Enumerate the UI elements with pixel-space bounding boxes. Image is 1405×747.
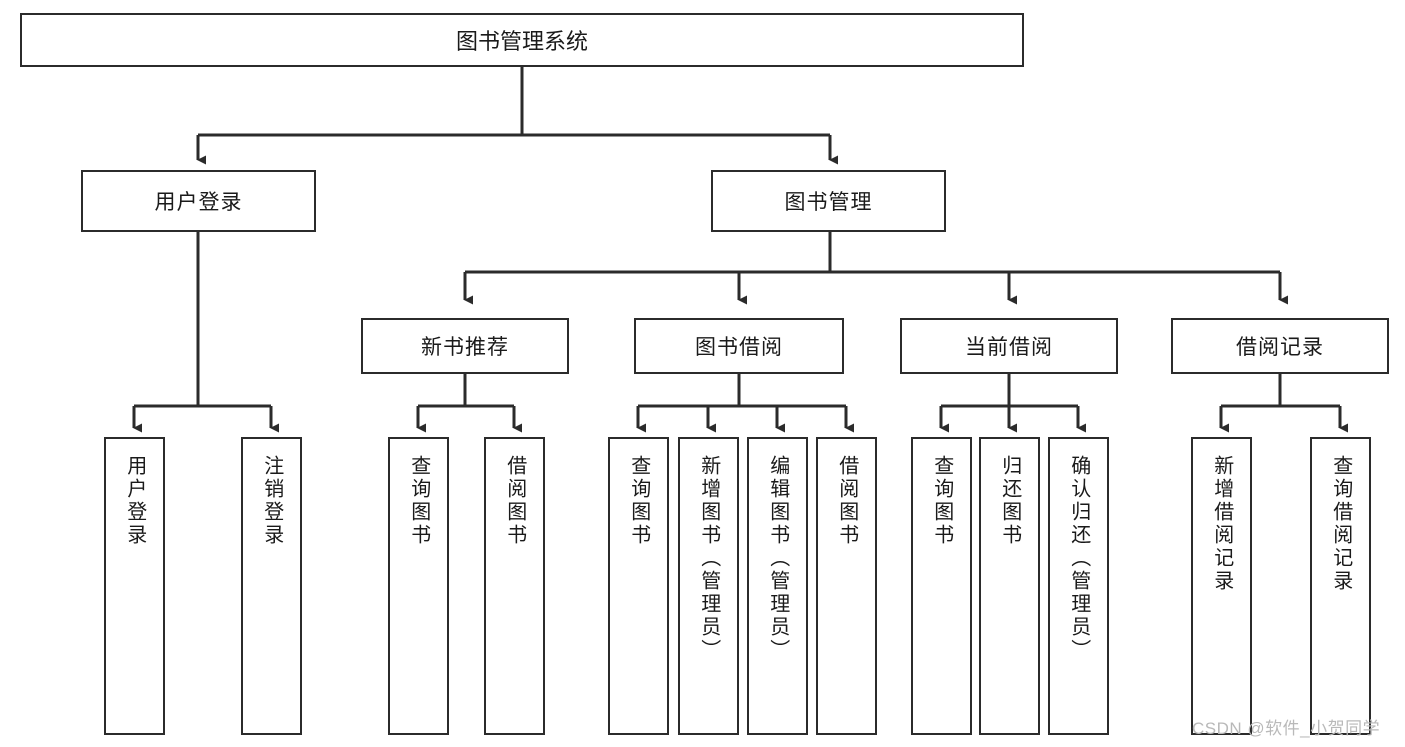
node-leaf-query-record[interactable]: 查询借阅记录	[1310, 437, 1371, 735]
node-root-system[interactable]: 图书管理系统	[20, 13, 1024, 67]
node-leaf-query-book-1[interactable]: 查询图书	[388, 437, 449, 735]
node-leaf-query-book-3[interactable]: 查询图书	[911, 437, 972, 735]
node-leaf-edit-book[interactable]: 编辑图书（管理员）	[747, 437, 808, 735]
node-label: 确认归还（管理员）	[1067, 455, 1090, 662]
node-label: 借阅图书	[503, 455, 526, 547]
node-leaf-borrow-book-2[interactable]: 借阅图书	[816, 437, 877, 735]
node-label: 查询图书	[930, 455, 953, 547]
node-label: 查询图书	[407, 455, 430, 547]
node-leaf-query-book-2[interactable]: 查询图书	[608, 437, 669, 735]
node-leaf-add-record[interactable]: 新增借阅记录	[1191, 437, 1252, 735]
node-label: 归还图书	[998, 455, 1021, 547]
node-label: 新增图书（管理员）	[697, 455, 720, 662]
node-borrow-record[interactable]: 借阅记录	[1171, 318, 1389, 374]
node-label: 图书管理	[784, 191, 873, 214]
node-label: 新增借阅记录	[1210, 455, 1233, 593]
node-leaf-borrow-book-1[interactable]: 借阅图书	[484, 437, 545, 735]
node-label: 图书借阅	[695, 336, 783, 359]
node-book-borrow[interactable]: 图书借阅	[634, 318, 844, 374]
node-label: 用户登录	[123, 455, 146, 547]
node-current-borrow[interactable]: 当前借阅	[900, 318, 1118, 374]
node-leaf-user-login[interactable]: 用户登录	[104, 437, 165, 735]
node-label: 用户登录	[154, 191, 243, 214]
node-label: 编辑图书（管理员）	[766, 455, 789, 662]
node-label: 查询借阅记录	[1329, 455, 1352, 593]
node-label: 当前借阅	[965, 336, 1053, 359]
node-leaf-return-book[interactable]: 归还图书	[979, 437, 1040, 735]
node-leaf-user-logout[interactable]: 注销登录	[241, 437, 302, 735]
node-leaf-add-book[interactable]: 新增图书（管理员）	[678, 437, 739, 735]
node-label: 借阅图书	[835, 455, 858, 547]
node-book-management[interactable]: 图书管理	[711, 170, 946, 232]
watermark-text: CSDN @软件_小贺同学	[1192, 719, 1381, 738]
node-label: 查询图书	[627, 455, 650, 547]
node-label: 图书管理系统	[455, 29, 588, 54]
node-label: 注销登录	[260, 455, 283, 547]
node-leaf-confirm-return[interactable]: 确认归还（管理员）	[1048, 437, 1109, 735]
node-new-book-recommend[interactable]: 新书推荐	[361, 318, 569, 374]
node-user-login[interactable]: 用户登录	[81, 170, 316, 232]
node-label: 借阅记录	[1236, 336, 1324, 359]
node-label: 新书推荐	[421, 336, 509, 359]
